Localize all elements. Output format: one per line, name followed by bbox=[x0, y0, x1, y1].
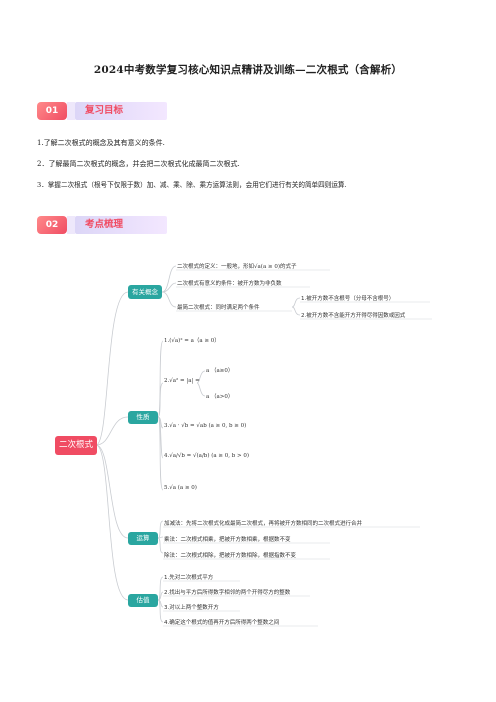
section-divider bbox=[67, 216, 75, 234]
definition-formula: √a(a ≥ 0) bbox=[254, 264, 280, 270]
concept-definition: 二次根式的定义：一般地，形如√a(a ≥ 0)的式子 bbox=[177, 262, 297, 270]
property-1: 1.(√a)² = a（a ≥ 0） bbox=[164, 338, 220, 344]
property-4: 4.√a/√b = √(a/b) (a ≥ 0, b > 0) bbox=[164, 453, 250, 459]
operation-divide: 除法：二次根式相除，把被开方数相除，根据指数不变 bbox=[164, 553, 297, 559]
property-5: 5.√a (a ≥ 0) bbox=[164, 485, 197, 491]
branch-operations: 运算 bbox=[128, 532, 158, 545]
estimation-step-2: 2.找出与平方后所得数字相邻的两个开得尽方的整数 bbox=[164, 590, 291, 596]
concept-meaningful-condition: 二次根式有意义的条件：被开方数为非负数 bbox=[177, 281, 282, 287]
section-header-keypoints: 02 考点梳理 bbox=[37, 216, 177, 234]
page-title: 2024中考数学复习核心知识点精讲及训练—二次根式（含解析） bbox=[93, 64, 403, 76]
branch-concepts: 有关概念 bbox=[128, 285, 162, 299]
simplest-condition-2: 2.被开方数不含能开方开得尽得因数或因式 bbox=[301, 313, 406, 319]
property-2-case-2: a （a>0） bbox=[206, 394, 234, 400]
simplest-condition-1: 1.被开方数不含根号（分母不含根号） bbox=[301, 296, 395, 302]
operation-add-subtract: 加减法：先将二次根式化成最简二次根式，再将被开方数相同的二次根式进行合并 bbox=[164, 521, 363, 527]
branch-properties: 性质 bbox=[128, 411, 158, 424]
concept-simplest-radical: 最简二次根式：同时满足两个条件 bbox=[177, 305, 260, 311]
goal-item-1: 1.了解二次根式的概念及其有意义的条件. bbox=[37, 139, 165, 147]
section-number: 02 bbox=[37, 216, 67, 234]
estimation-step-3: 3.对以上两个整数开方 bbox=[164, 605, 219, 611]
definition-suffix: 的式子 bbox=[279, 264, 297, 270]
property-2-case-1: a （a≥0） bbox=[206, 368, 234, 374]
definition-prefix: 二次根式的定义：一般地，形如 bbox=[177, 264, 255, 270]
section-name: 复习目标 bbox=[75, 102, 167, 120]
section-divider bbox=[67, 102, 75, 120]
section-number: 01 bbox=[37, 102, 67, 120]
mindmap-root: 二次根式 bbox=[55, 436, 97, 455]
property-2: 2.√a² = |a| = bbox=[164, 378, 200, 384]
section-header-goals: 01 复习目标 bbox=[37, 102, 177, 120]
operation-multiply: 乘法：二次根式相乘，把被开方数相乘，根据数不变 bbox=[164, 537, 291, 543]
property-3: 3.√a · √b = √ab (a ≥ 0, b ≥ 0) bbox=[164, 423, 247, 429]
goal-item-2: 2．了解最简二次根式的概念，并会把二次根式化成最简二次根式. bbox=[37, 160, 240, 168]
estimation-step-1: 1.先对二次根式平方 bbox=[164, 575, 214, 581]
estimation-step-4: 4.确定这个根式的值再开方后所得两个整数之间 bbox=[164, 620, 280, 626]
branch-estimation: 估值 bbox=[128, 594, 158, 607]
goal-item-3: 3．掌握二次根式（根号下仅限于数）加、减、乘、除、乘方运算法则，会用它们进行有关… bbox=[37, 181, 347, 189]
section-name: 考点梳理 bbox=[75, 216, 167, 234]
